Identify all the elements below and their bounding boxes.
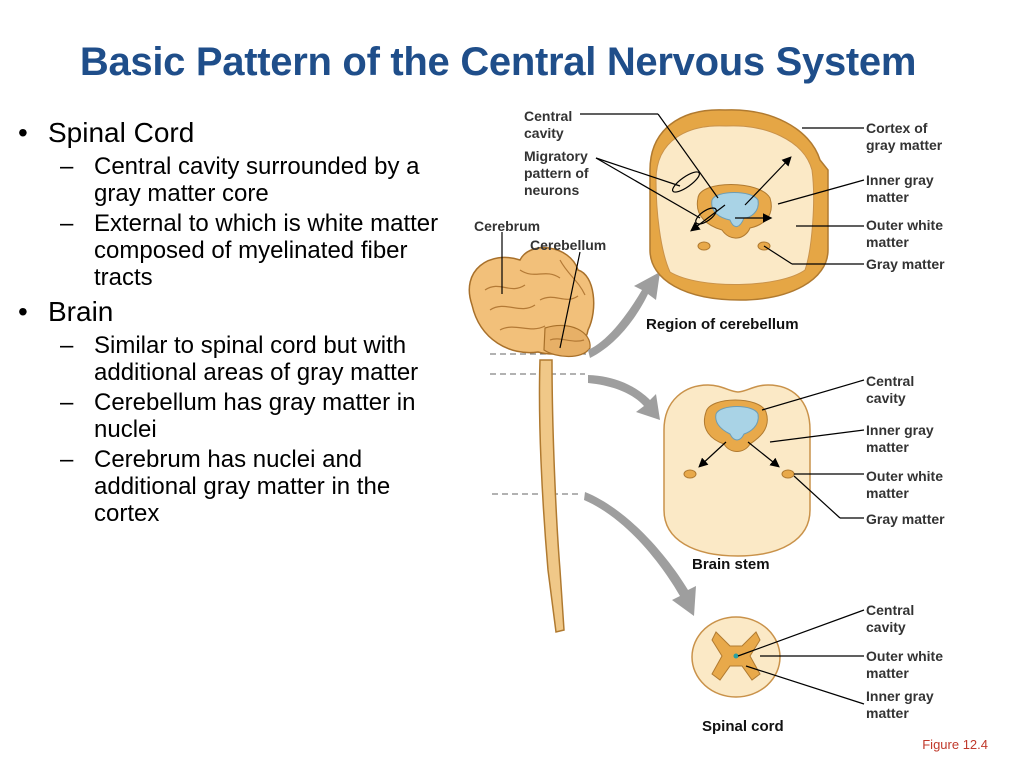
- caption-brainstem: Brain stem: [692, 556, 770, 573]
- label-brainstem-central-cavity: Central cavity: [866, 373, 915, 406]
- bullet-mark: •: [18, 117, 28, 148]
- cns-figure-svg: [468, 109, 865, 705]
- bullet-text: Spinal Cord: [48, 117, 195, 148]
- brainstem-section: [663, 384, 811, 557]
- sub-bullet-mark: –: [60, 446, 74, 473]
- bullet-list: • Spinal Cord – Central cavity surrounde…: [12, 112, 462, 527]
- sub-bullet: – Central cavity surrounded by a gray ma…: [12, 153, 462, 207]
- sub-bullet: – Cerebrum has nuclei and additional gra…: [12, 446, 462, 527]
- label-cerebellum: Cerebellum: [530, 237, 607, 253]
- brain-drawing: [468, 246, 595, 358]
- sub-bullet-text: Central cavity surrounded by a gray matt…: [94, 153, 420, 207]
- label-central-cavity: Central cavity: [524, 108, 573, 141]
- caption-spinal-cord: Spinal cord: [702, 718, 784, 735]
- sub-bullet: – Similar to spinal cord but with additi…: [12, 332, 462, 386]
- level-lines: [490, 353, 595, 495]
- label-brainstem-inner-gray: Inner gray matter: [866, 422, 934, 455]
- slide-title: Basic Pattern of the Central Nervous Sys…: [79, 40, 917, 84]
- caption-cerebellum: Region of cerebellum: [646, 316, 799, 333]
- label-spinal-central-cavity: Central cavity: [866, 602, 915, 635]
- cns-figure: Central cavity Migratory pattern of neur…: [460, 100, 1000, 750]
- bullet-mark: •: [18, 296, 28, 327]
- label-inner-gray-matter: Inner gray matter: [866, 172, 934, 205]
- label-brainstem-outer-white: Outer white matter: [866, 468, 944, 501]
- sub-bullet-mark: –: [60, 389, 74, 416]
- label-brainstem-gray-matter: Gray matter: [866, 511, 945, 527]
- section-arrows: [584, 272, 696, 616]
- sub-bullet-text: Cerebrum has nuclei and additional gray …: [94, 446, 391, 527]
- label-gray-matter: Gray matter: [866, 256, 945, 272]
- label-cerebrum: Cerebrum: [474, 218, 541, 234]
- sub-bullet-mark: –: [60, 153, 74, 180]
- sub-bullet-text: External to which is white matter compos…: [94, 210, 439, 291]
- sub-bullet-mark: –: [60, 210, 74, 237]
- label-spinal-inner-gray: Inner gray matter: [866, 688, 934, 721]
- bullet-brain: • Brain: [12, 295, 462, 329]
- bullet-text: Brain: [48, 296, 114, 327]
- spinal-section: [691, 616, 781, 698]
- spinal-column: [538, 359, 565, 633]
- label-spinal-outer-white: Outer white matter: [866, 648, 944, 681]
- label-migratory-pattern: Migratory pattern of neurons: [524, 148, 589, 198]
- cerebellum-section: [649, 109, 829, 301]
- sub-bullet: – Cerebellum has gray matter in nuclei: [12, 389, 462, 443]
- bullet-spinal-cord: • Spinal Cord: [12, 116, 462, 150]
- label-outer-white-matter: Outer white matter: [866, 217, 944, 250]
- sub-bullet-text: Similar to spinal cord but with addition…: [94, 332, 419, 386]
- sub-bullet: – External to which is white matter comp…: [12, 210, 462, 291]
- sub-bullet-mark: –: [60, 332, 74, 359]
- label-cortex-gray-matter: Cortex of gray matter: [866, 120, 943, 153]
- sub-bullet-text: Cerebellum has gray matter in nuclei: [94, 389, 416, 443]
- leader-lines: [580, 113, 865, 705]
- figure-reference: Figure 12.4: [922, 737, 988, 752]
